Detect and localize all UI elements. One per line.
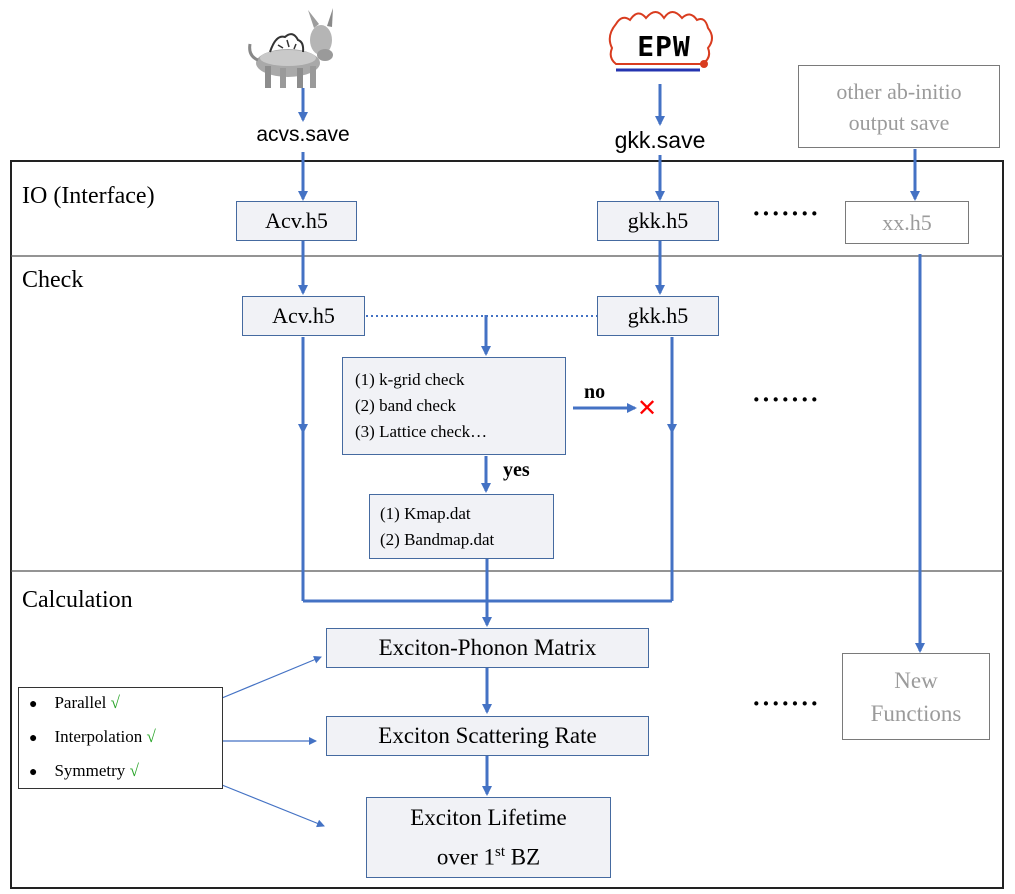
epw-logo-icon — [608, 11, 713, 72]
checks-box: (1) k-grid check (2) band check (3) Latt… — [342, 357, 566, 455]
fail-icon: ✕ — [637, 394, 658, 422]
rate-box: Exciton Scattering Rate — [326, 716, 649, 756]
gkk-save-label: gkk.save — [614, 127, 706, 153]
new-functions-box: New Functions — [842, 653, 990, 740]
io-gkk-label: gkk.h5 — [627, 208, 689, 233]
io-gkk-box: gkk.h5 — [597, 201, 719, 241]
main-frame — [10, 160, 1004, 889]
lifetime-box: Exciton Lifetime over 1st BZ — [366, 797, 611, 878]
lifetime-line2: over 1st BZ — [436, 843, 541, 870]
acvs-save-label: acvs.save — [256, 123, 350, 146]
new-functions-label: New Functions — [870, 667, 962, 726]
section-calculation-label: Calculation — [22, 587, 133, 613]
feature-interpolation-label: Interpolation — [54, 727, 143, 746]
bullet-icon: ● — [29, 765, 38, 780]
donkey-logo-icon — [248, 8, 333, 88]
no-label: no — [584, 381, 606, 403]
section-io-label: IO (Interface) — [22, 183, 155, 209]
rate-label: Exciton Scattering Rate — [378, 723, 597, 748]
check-ellipsis: ······· — [752, 385, 820, 414]
io-ellipsis: ······· — [752, 199, 820, 228]
feature-interpolation: ● Interpolation √ — [29, 721, 156, 755]
check-item-band: (2) band check — [355, 396, 457, 415]
lifetime-line1: Exciton Lifetime — [410, 804, 567, 830]
check-mark-icon: √ — [129, 761, 139, 780]
bullet-icon: ● — [29, 731, 38, 746]
map-item-bandmap: (2) Bandmap.dat — [380, 529, 495, 549]
io-xx-label: xx.h5 — [882, 209, 932, 235]
calc-ellipsis: ······· — [752, 689, 820, 718]
features-box: ● Parallel √ ● Interpolation √ ● Symmetr… — [18, 687, 223, 789]
matrix-label: Exciton-Phonon Matrix — [378, 635, 597, 660]
check-item-lattice: (3) Lattice check… — [355, 422, 488, 441]
io-acv-box: Acv.h5 — [236, 201, 357, 241]
feature-symmetry-label: Symmetry — [54, 761, 126, 780]
thin-arrow-to-matrix — [221, 655, 322, 699]
io-acv-label: Acv.h5 — [265, 208, 328, 233]
feature-parallel-label: Parallel — [54, 693, 107, 712]
thin-arrow-to-lifetime — [221, 784, 325, 828]
check-gkk-box: gkk.h5 — [597, 296, 719, 336]
feature-symmetry: ● Symmetry √ — [29, 755, 139, 789]
epw-logo-text: EPW — [637, 30, 691, 63]
check-acv-label: Acv.h5 — [272, 303, 335, 328]
check-acv-box: Acv.h5 — [242, 296, 365, 336]
io-xx-box: xx.h5 — [845, 201, 969, 244]
check-item-kgrid: (1) k-grid check — [355, 370, 465, 389]
bullet-icon: ● — [29, 697, 38, 712]
other-output-label: other ab-initio output save — [836, 78, 962, 135]
check-mark-icon: √ — [110, 693, 120, 712]
check-gkk-label: gkk.h5 — [627, 303, 689, 328]
matrix-box: Exciton-Phonon Matrix — [326, 628, 649, 668]
feature-parallel: ● Parallel √ — [29, 687, 120, 721]
check-mark-icon: √ — [146, 727, 156, 746]
map-item-kmap: (1) Kmap.dat — [380, 503, 471, 523]
maps-box: (1) Kmap.dat (2) Bandmap.dat — [369, 494, 554, 559]
other-output-box: other ab-initio output save — [798, 65, 1000, 148]
yes-label: yes — [503, 459, 530, 481]
section-check-label: Check — [22, 267, 84, 293]
